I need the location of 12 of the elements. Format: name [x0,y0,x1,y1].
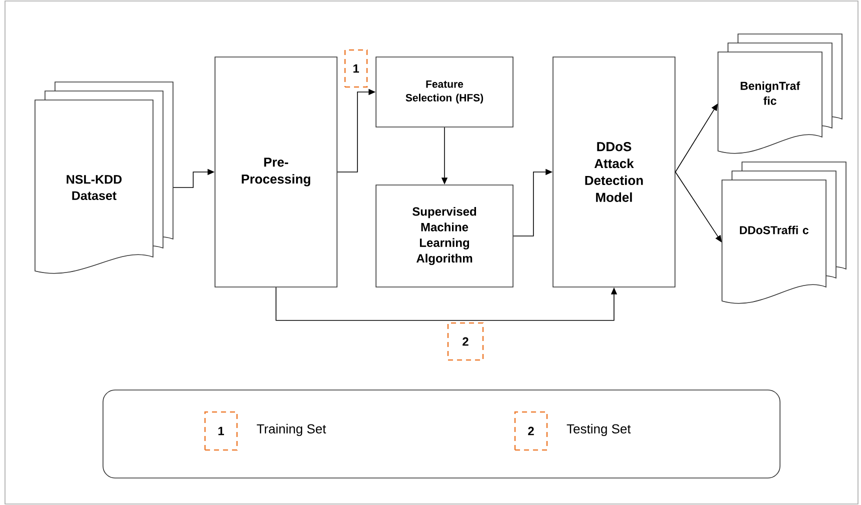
process-box: Supervised Machine Learning Algorithm [376,184,514,288]
arrow [675,172,722,242]
process-box: DDoS Attack Detection Model [552,56,676,288]
document-stack: BenignTraf fic [718,34,842,154]
document-stack: NSL-KDD Dataset [34,82,174,274]
process-box: Feature Selection (HFS) [376,56,514,128]
marker-caption: Training Set [256,424,326,436]
document-stack: DDoSTraffi c [722,162,846,304]
arrow [675,104,718,172]
legend-panel [102,390,780,478]
process-box: Pre- Processing [214,56,338,288]
marker-caption: Testing Set [566,424,631,436]
